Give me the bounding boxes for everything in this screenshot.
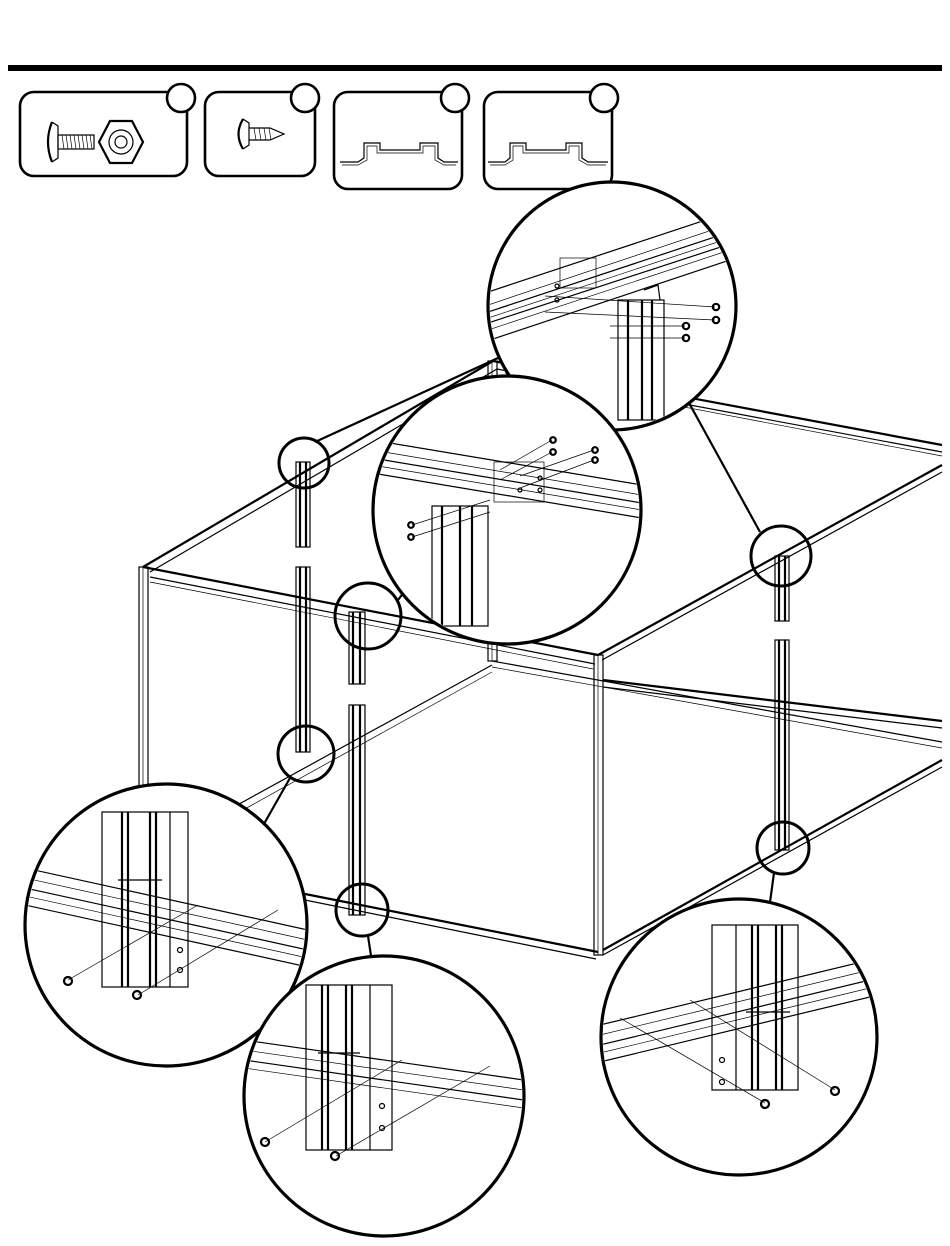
post-front-center bbox=[349, 612, 365, 915]
part-badge bbox=[590, 84, 618, 112]
detail-top-front-center bbox=[372, 376, 642, 644]
part-badge bbox=[167, 84, 195, 112]
part-badge bbox=[291, 84, 319, 112]
part-self-tapping-screw bbox=[205, 84, 319, 176]
parts-legend bbox=[20, 84, 618, 189]
part-bolt-and-nut bbox=[20, 84, 195, 176]
part-channel-profile-b bbox=[484, 84, 618, 189]
part-channel-profile-a bbox=[334, 84, 469, 189]
detail-bottom-right bbox=[600, 899, 878, 1175]
part-badge bbox=[441, 84, 469, 112]
detail-bottom-front bbox=[244, 956, 524, 1236]
